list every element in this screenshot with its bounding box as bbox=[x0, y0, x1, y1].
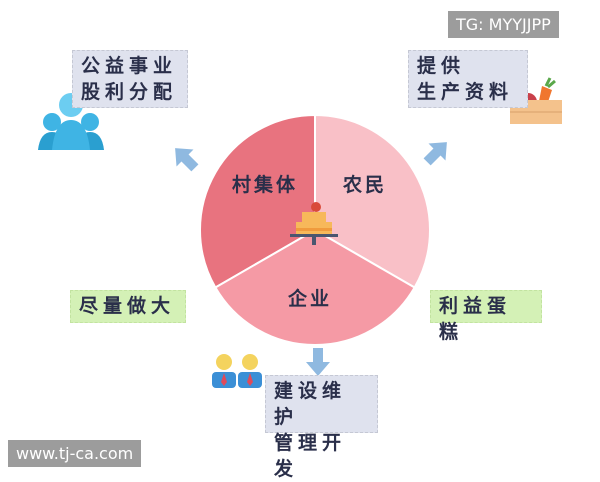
arrow-down-icon bbox=[306, 348, 330, 376]
business-people-icon bbox=[212, 354, 262, 388]
watermark-bottom: www.tj-ca.com bbox=[8, 440, 142, 467]
box-public-welfare: 公益事业 股利分配 bbox=[72, 50, 188, 108]
watermark-top: TG: MYYJJPP bbox=[448, 11, 559, 38]
box-line: 生产资料 bbox=[417, 81, 514, 103]
box-line: 建设维护 bbox=[274, 380, 347, 428]
box-production-materials: 提供 生产资料 bbox=[408, 50, 528, 108]
arrow-up-right-icon bbox=[423, 142, 447, 166]
pie-segment-enterprise bbox=[214, 228, 416, 346]
box-profit-cake: 利益蛋糕 bbox=[430, 290, 542, 343]
pie-segment-farmers bbox=[314, 113, 431, 289]
pie-segment-village bbox=[199, 113, 316, 289]
pie-label-village: 村集体 bbox=[232, 173, 298, 196]
pie-label-enterprise: 企业 bbox=[287, 287, 332, 310]
people-icon bbox=[38, 93, 104, 150]
cake-icon bbox=[290, 202, 338, 245]
box-line: 股利分配 bbox=[81, 81, 178, 103]
box-grow-bigger: 尽量做大 bbox=[70, 290, 186, 323]
arrow-up-left-icon bbox=[175, 148, 199, 172]
box-line: 公益事业 bbox=[81, 55, 178, 77]
box-line: 管理开发 bbox=[274, 432, 347, 480]
box-construction-management: 建设维护 管理开发 bbox=[265, 375, 378, 480]
pie-label-farmers: 农民 bbox=[342, 173, 387, 196]
box-line: 提供 bbox=[417, 55, 466, 77]
